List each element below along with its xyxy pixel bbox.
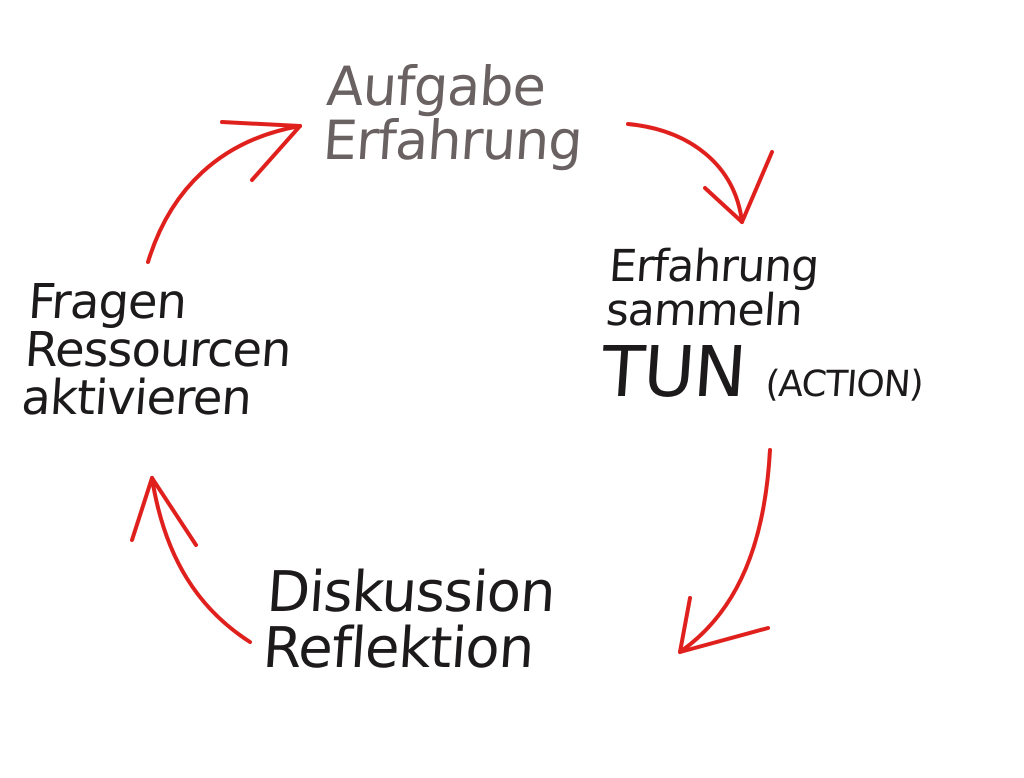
node-line: Erfahrung xyxy=(607,241,820,292)
node-line: sammeln xyxy=(604,285,804,336)
node-fragen-ressourcen: Fragen Ressourcen aktivieren xyxy=(19,274,296,426)
action-note: (ACTION) xyxy=(764,364,925,405)
node-emphasis: TUN (ACTION) xyxy=(599,331,926,413)
node-line: Erfahrung xyxy=(320,109,584,172)
arrow-left-to-top xyxy=(146,120,302,264)
node-diskussion-reflektion: Diskussion Reflektion xyxy=(260,560,557,681)
node-line: aktivieren xyxy=(19,370,253,426)
node-line: Aufgabe xyxy=(324,55,548,118)
node-line: Reflektion xyxy=(260,616,536,681)
node-line: Ressourcen xyxy=(23,322,293,378)
node-line: Diskussion xyxy=(264,560,557,625)
arrow-bottom-to-left xyxy=(130,476,252,644)
tun-label: TUN xyxy=(598,331,749,413)
arrow-right-to-bottom xyxy=(678,448,772,654)
node-erfahrung-sammeln: Erfahrung sammeln TUN (ACTION) xyxy=(599,241,932,413)
arrow-top-to-right xyxy=(626,122,774,224)
node-line: Fragen xyxy=(26,274,189,330)
node-aufgabe-erfahrung: Aufgabe Erfahrung xyxy=(320,55,587,172)
